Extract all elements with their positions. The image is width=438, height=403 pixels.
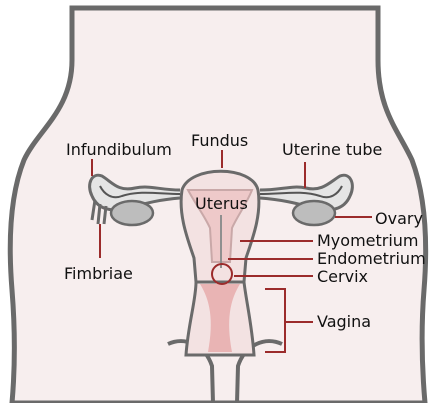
label-cervix: Cervix — [317, 269, 368, 285]
left-ovary — [111, 201, 153, 225]
label-fundus: Fundus — [191, 133, 248, 149]
label-vagina: Vagina — [317, 314, 371, 330]
label-ovary: Ovary — [375, 211, 423, 227]
label-fimbriae: Fimbriae — [64, 266, 133, 282]
label-myometrium: Myometrium — [317, 233, 419, 249]
label-uterine-tube: Uterine tube — [282, 142, 382, 158]
label-infundibulum: Infundibulum — [66, 142, 172, 158]
right-ovary — [293, 201, 335, 225]
label-endometrium: Endometrium — [317, 251, 426, 267]
label-uterus: Uterus — [195, 196, 248, 212]
